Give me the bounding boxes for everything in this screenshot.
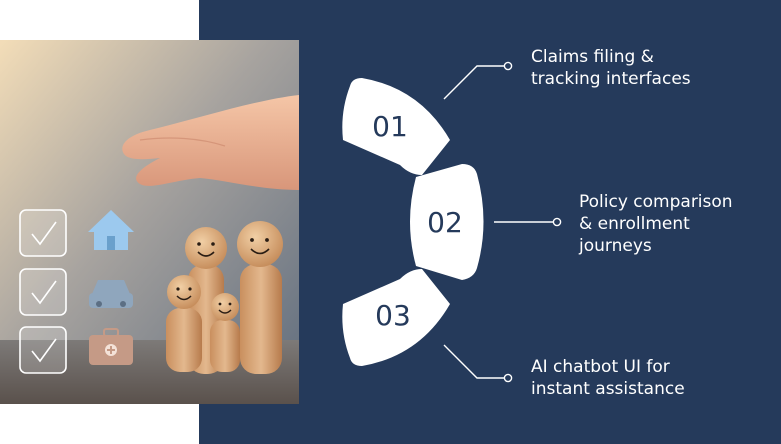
house-icon (88, 210, 134, 250)
check-icon (19, 209, 67, 257)
protective-hand (122, 95, 299, 190)
check-icon (19, 268, 67, 316)
insurance-family-photo (0, 40, 299, 404)
medical-kit-icon (89, 328, 133, 365)
checkbox-column (19, 209, 67, 374)
car-icon (89, 280, 133, 308)
caption-03: AI chatbot UI for instant assistance (531, 357, 685, 399)
wooden-family-figures (166, 221, 283, 374)
caption-02: Policy comparison & enrollment journeys (579, 192, 733, 256)
caption-01: Claims filing & tracking interfaces (531, 47, 691, 89)
check-icon (19, 326, 67, 374)
